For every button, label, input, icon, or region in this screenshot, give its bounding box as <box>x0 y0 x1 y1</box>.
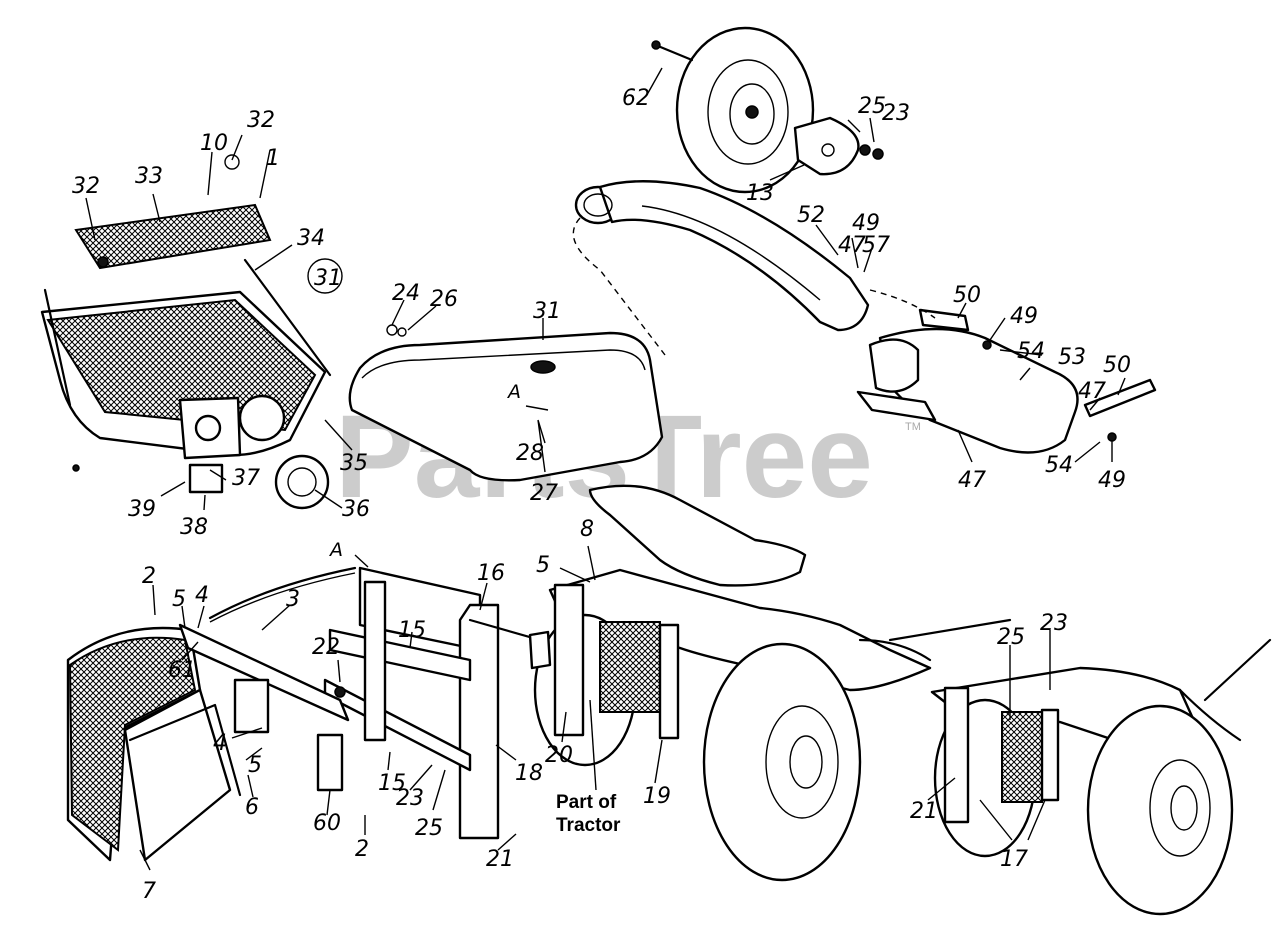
callout-25: 25 <box>997 625 1025 650</box>
discharge-chute <box>572 180 870 356</box>
callout-33: 33 <box>135 164 163 189</box>
callout-39: 39 <box>128 497 156 522</box>
callout-36: 36 <box>342 497 370 522</box>
callout-37: 37 <box>232 466 260 491</box>
chute-adapter <box>856 289 1157 454</box>
callout-25: 25 <box>415 816 443 841</box>
callout-7: 7 <box>142 879 156 904</box>
tractor-seat <box>588 484 807 587</box>
callout-25: 25 <box>858 94 886 119</box>
callout-54: 54 <box>1045 453 1073 478</box>
caster-wheel <box>651 26 884 194</box>
callout-62: 62 <box>622 86 650 111</box>
callout-15: 15 <box>398 618 426 643</box>
callout-6: 6 <box>245 795 259 820</box>
callout-47: 47 <box>838 233 866 258</box>
callout-23: 23 <box>396 786 424 811</box>
callout-18: 18 <box>515 761 543 786</box>
callout-4: 4 <box>213 731 227 756</box>
callout-labels: 62 25 23 13 52 49 47 57 50 49 54 53 50 4… <box>72 86 1131 904</box>
rear-inset <box>930 638 1272 916</box>
callout-5: 5 <box>536 553 550 578</box>
watermark-tm: TM <box>905 421 921 433</box>
callout-21: 21 <box>910 799 938 824</box>
bag-hood <box>348 324 664 482</box>
callout-2: 2 <box>355 837 369 862</box>
callout-21: 21 <box>486 847 514 872</box>
callout-2: 2 <box>142 564 156 589</box>
callout-10: 10 <box>200 131 228 156</box>
bag-housing <box>40 258 332 510</box>
callout-15: 15 <box>378 771 406 796</box>
callout-35: 35 <box>340 451 368 476</box>
callout-60: 60 <box>313 811 341 836</box>
callout-47: 47 <box>1078 379 1106 404</box>
callout-1: 1 <box>266 146 280 171</box>
callout-34: 34 <box>297 226 325 251</box>
callout-61: 61 <box>168 658 196 683</box>
callout-8: 8 <box>580 517 594 542</box>
callout-22: 22 <box>312 635 340 660</box>
caption-tractor: Tractor <box>556 815 621 836</box>
callout-5: 5 <box>172 587 186 612</box>
callout-49: 49 <box>1010 304 1038 329</box>
tractor-body <box>533 568 1012 882</box>
callout-50: 50 <box>953 283 981 308</box>
callout-31-ring: 31 <box>314 266 342 291</box>
callout-26: 26 <box>430 287 458 312</box>
callout-5: 5 <box>248 753 262 778</box>
callout-32: 32 <box>72 174 100 199</box>
callout-54: 54 <box>1017 339 1045 364</box>
callout-49: 49 <box>1098 468 1126 493</box>
callout-23: 23 <box>882 101 910 126</box>
ring-31 <box>307 258 343 294</box>
callout-52: 52 <box>797 203 825 228</box>
callout-57: 57 <box>862 233 890 258</box>
callout-19: 19 <box>643 784 671 809</box>
callout-32: 32 <box>247 108 275 133</box>
callout-23: 23 <box>1040 611 1068 636</box>
callout-A: A <box>506 381 521 403</box>
mount-frame <box>208 566 552 840</box>
callout-20: 20 <box>545 743 573 768</box>
callout-4: 4 <box>195 583 209 608</box>
bag-cover <box>74 154 272 270</box>
callout-17: 17 <box>1000 847 1028 872</box>
callout-47: 47 <box>958 468 986 493</box>
callout-28: 28 <box>516 441 544 466</box>
callout-31: 31 <box>533 299 561 324</box>
callout-53: 53 <box>1058 345 1086 370</box>
leader-lines <box>85 67 1126 871</box>
callout-27: 27 <box>530 481 558 506</box>
caption-part-of: Part of <box>556 792 617 813</box>
callout-16: 16 <box>477 561 505 586</box>
callout-24: 24 <box>392 281 420 306</box>
grass-bag <box>66 623 350 862</box>
callout-38: 38 <box>180 515 208 540</box>
callout-A: A <box>328 539 343 561</box>
callout-13: 13 <box>746 181 774 206</box>
callout-50: 50 <box>1103 353 1131 378</box>
callout-3: 3 <box>286 587 300 612</box>
callout-49: 49 <box>852 211 880 236</box>
